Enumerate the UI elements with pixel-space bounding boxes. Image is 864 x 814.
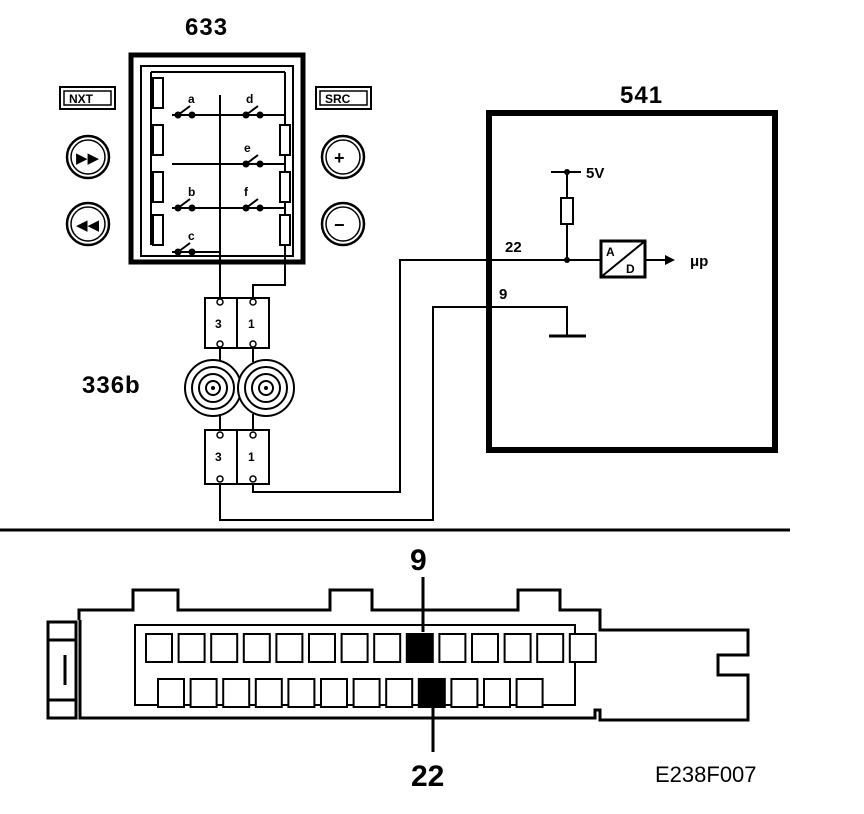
minus-icon [320, 201, 366, 247]
pin-cavity-bottom-4 [254, 678, 283, 708]
figure-code: E238F007 [655, 762, 757, 787]
connector-pin-rows [145, 633, 597, 708]
pin-cavity-bottom-12 [515, 678, 544, 708]
control-unit-box [486, 110, 778, 453]
control-unit-wiring [490, 171, 665, 338]
pullup-resistor [560, 197, 574, 225]
clockspring-coil-left [184, 359, 242, 417]
output-arrow-icon [665, 255, 675, 265]
pin-cavity-top-11 [471, 633, 499, 663]
switch-e-label: e [244, 141, 251, 155]
harness-wires [219, 259, 490, 521]
pin-cavity-top-12 [503, 633, 532, 663]
pin-cavity-top-10 [438, 633, 467, 663]
pin-cavity-top-7 [340, 633, 369, 663]
pin-cavity-bottom-10 [450, 678, 479, 708]
minus-glyph: − [334, 215, 345, 235]
nxt-button [59, 86, 116, 110]
plus-icon [320, 134, 366, 180]
clockspring-lower-connector: 3 1 [204, 429, 270, 485]
lower-pin-3: 3 [215, 450, 222, 464]
pin-cavity-top-2 [177, 633, 206, 663]
nxt-label: NXT [69, 92, 94, 106]
upper-pin-1: 1 [248, 317, 255, 331]
src-label: SRC [325, 92, 351, 106]
switch-b-label: b [188, 185, 195, 199]
pin-cavity-bottom-5 [287, 678, 316, 708]
clockspring-id: 336b [82, 372, 141, 399]
switch-c-label: c [188, 229, 195, 243]
svg-text:D: D [626, 262, 635, 276]
switch-unit-box [128, 52, 306, 265]
pin-cavity-top-1 [145, 633, 173, 663]
next-track-icon [65, 134, 111, 180]
supply-node [564, 169, 570, 175]
microprocessor-label: μp [690, 253, 708, 270]
pin-cavity-top-3 [210, 633, 239, 663]
pin-22-callout: 22 [411, 760, 444, 793]
pin-cavity-bottom-3 [222, 678, 251, 708]
pin-cavity-bottom-11 [483, 678, 511, 708]
next-track-glyph: ▶▶ [76, 150, 100, 167]
switch-contacts [174, 105, 264, 256]
switch-unit-wiring [150, 71, 286, 255]
src-button [315, 86, 372, 110]
pin-cavity-bottom-1 [157, 678, 185, 708]
pin-cavity-bottom-2 [189, 678, 218, 708]
plus-glyph: + [334, 148, 345, 168]
switch-unit-id: 633 [185, 14, 228, 41]
switch-unit-resistors [152, 77, 291, 246]
svg-text:A: A [606, 245, 615, 259]
pin-9-label: 9 [499, 286, 507, 303]
pin-22-label: 22 [505, 239, 522, 256]
lower-pin-1: 1 [248, 450, 255, 464]
switch-d-label: d [246, 92, 253, 106]
pin-cavity-bottom-8 [385, 678, 414, 708]
prev-track-glyph: ◀◀ [76, 217, 100, 234]
pin-cavity-top-13 [536, 633, 565, 663]
switch-f-label: f [244, 185, 249, 199]
control-unit-id: 541 [620, 82, 663, 109]
clockspring-upper-connector: 3 1 [204, 297, 270, 349]
pin-cavity-bottom-7 [352, 678, 381, 708]
pin-cavity-top-4 [242, 633, 271, 663]
sense-node [564, 257, 570, 263]
switch-unit-inner [140, 65, 294, 257]
clockspring-coil-right [237, 359, 295, 417]
pin-cavity-top-8 [373, 633, 402, 663]
pin-9-callout: 9 [410, 544, 427, 577]
ad-converter: A D [599, 239, 647, 279]
switch-a-label: a [188, 92, 195, 106]
prev-track-icon [65, 201, 111, 247]
pin-cavity-bottom-6 [320, 678, 348, 708]
pin-cavity-top-14 [568, 633, 597, 663]
pin-cavity-top-5 [275, 633, 304, 663]
upper-pin-3: 3 [215, 317, 222, 331]
pin-cavity-top-9 [405, 633, 434, 663]
pin-cavity-top-6 [308, 633, 336, 663]
switch-unit-leads [219, 255, 286, 300]
supply-voltage-label: 5V [586, 165, 604, 182]
